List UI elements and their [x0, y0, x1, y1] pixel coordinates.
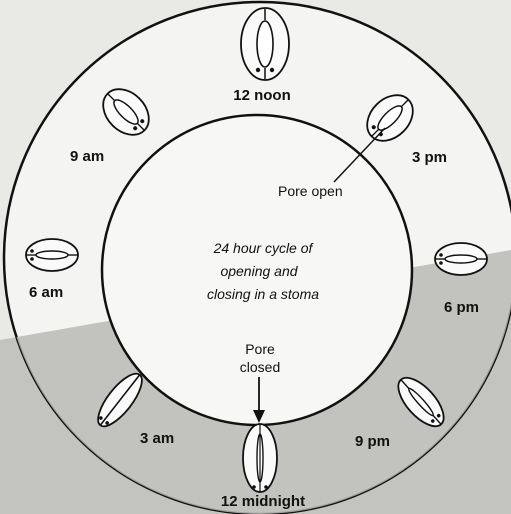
label-9-pm: 9 pm	[355, 433, 390, 450]
label-12-midnight: 12 midnight	[221, 493, 305, 510]
label-3-am: 3 am	[140, 430, 174, 447]
stoma-6-pm	[435, 243, 487, 275]
center-text-line2: opening and	[220, 263, 298, 279]
stoma-12-noon	[241, 8, 289, 80]
pore-closed-label-line2: closed	[240, 359, 280, 375]
label-12-noon: 12 noon	[233, 87, 291, 104]
stoma-6-am	[26, 239, 78, 271]
pore-open-label: Pore open	[278, 183, 343, 199]
label-6-am: 6 am	[29, 284, 63, 301]
center-text-line1: 24 hour cycle of	[213, 240, 315, 256]
center-text-line3: closing in a stoma	[207, 286, 319, 302]
label-6-pm: 6 pm	[444, 299, 479, 316]
pore-closed-label-line1: Pore	[245, 341, 275, 357]
stoma-12-midnight	[243, 424, 277, 492]
label-3-pm: 3 pm	[412, 149, 447, 166]
label-9-am: 9 am	[70, 148, 104, 165]
